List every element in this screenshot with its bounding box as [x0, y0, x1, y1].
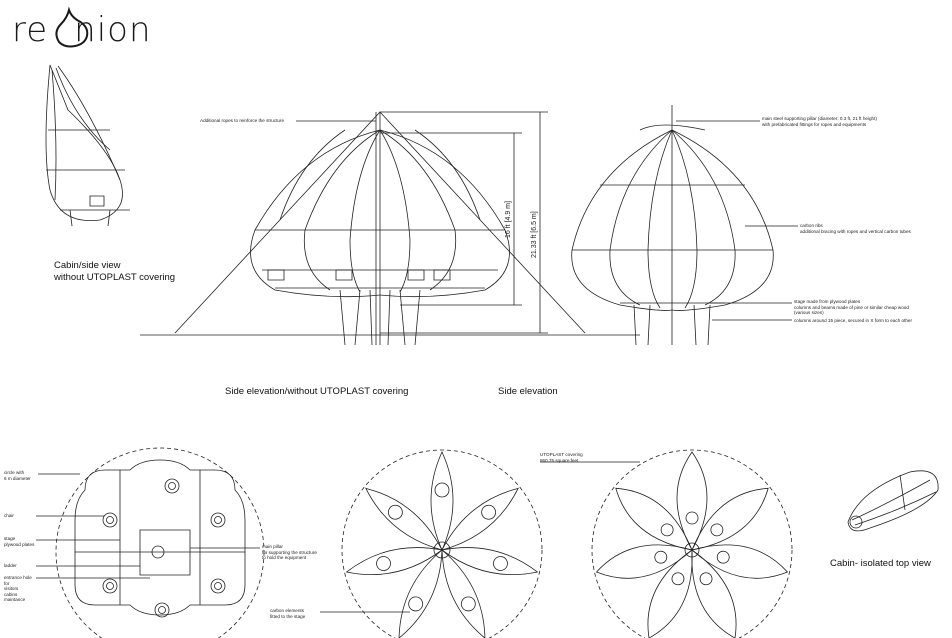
note-chair: chair — [4, 513, 14, 518]
note-main-pillar: main steel supporting pillar (diameter: … — [762, 116, 877, 127]
stage-plan — [36, 448, 264, 638]
note-carbon-elements: carbon elements fitted to the stage — [270, 608, 306, 619]
note-carbon-ribs: carbon ribs additional bracing with rope… — [800, 223, 911, 234]
flower-structure-plan — [320, 450, 542, 638]
side-elevation-covered — [572, 105, 798, 345]
dimension-inner-height: 16 ft [4.9 m] — [505, 201, 512, 238]
covering-plan — [540, 450, 792, 638]
note-stage-plywood: stage plywood plates — [4, 536, 35, 547]
logo-onion-shape — [56, 10, 87, 47]
caption-cabin-side-view: Cabin/side view without UTOPLAST coverin… — [54, 260, 176, 283]
note-additional-ropes: Additional ropes to reinforce the struct… — [200, 118, 285, 123]
note-ladder: ladder — [4, 563, 17, 568]
side-elevation-structure — [140, 112, 640, 345]
cabin-top-view — [848, 471, 938, 531]
note-circle-diameter: circle with 6 m diameter — [4, 470, 31, 481]
dimension-outer-height: 21.33 ft [6.5 m] — [531, 211, 538, 258]
cabin-side-view — [46, 65, 130, 226]
note-main-pillar-plan: main pillar for supporting the structure… — [262, 544, 317, 561]
caption-side-elevation: Side elevation — [498, 386, 558, 397]
logo-prefix: re — [12, 10, 49, 50]
caption-side-elevation-without: Side elevation/without UTOPLAST covering — [225, 386, 409, 397]
note-entrance-hole: entrance hole for visitors cabins mainta… — [4, 575, 32, 603]
note-columns: columns around 15 piece, secured in X fo… — [794, 318, 912, 323]
note-utoplast-covering: UTOPLAST covering 860.75 square feet — [540, 452, 583, 463]
caption-cabin-top-view: Cabin- isolated top view — [830, 558, 931, 569]
note-stage: stage made from plywood plates columns a… — [794, 299, 909, 316]
